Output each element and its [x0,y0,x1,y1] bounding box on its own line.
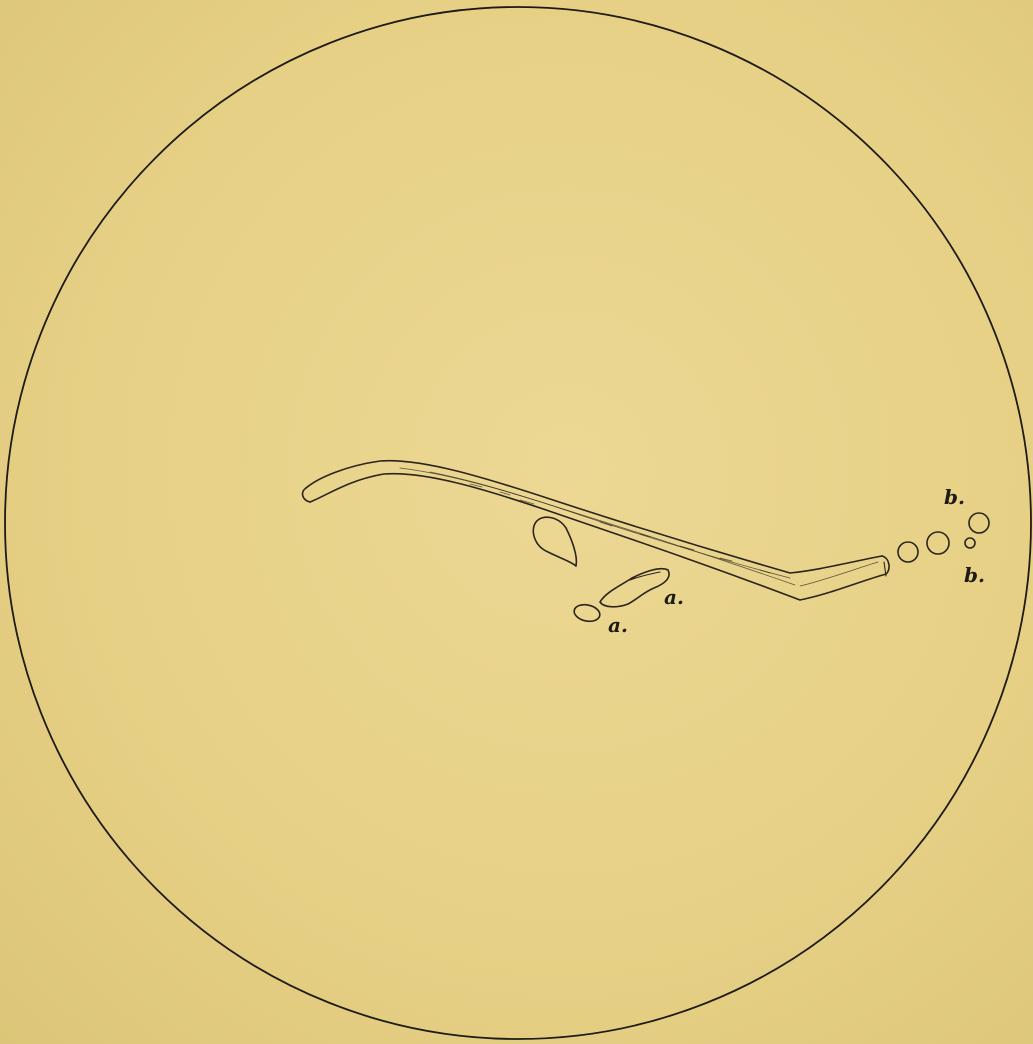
rod-left-end [303,488,310,502]
rod-inner-line-1 [400,468,795,585]
rod-structure [303,461,890,600]
field-of-view-circle [5,7,1031,1039]
fragment-attached-to-rod [533,517,576,566]
rod-hatch-marks [470,484,770,573]
sphere-2 [927,532,949,554]
rod-outline-upper [306,461,882,573]
label-a-upper: a. [664,585,684,609]
label-b-upper: b. [944,485,965,509]
sphere-3 [969,513,989,533]
sphere-1 [898,542,918,562]
sphere-4-small [965,538,975,548]
fragment-small-oval [573,602,602,623]
label-a-lower: a. [608,613,628,637]
spheres-b [898,513,989,562]
label-b-lower: b. [964,563,985,587]
fragment-middle [600,569,669,607]
fragments-a [533,517,669,623]
rod-outline-lower [310,474,886,600]
